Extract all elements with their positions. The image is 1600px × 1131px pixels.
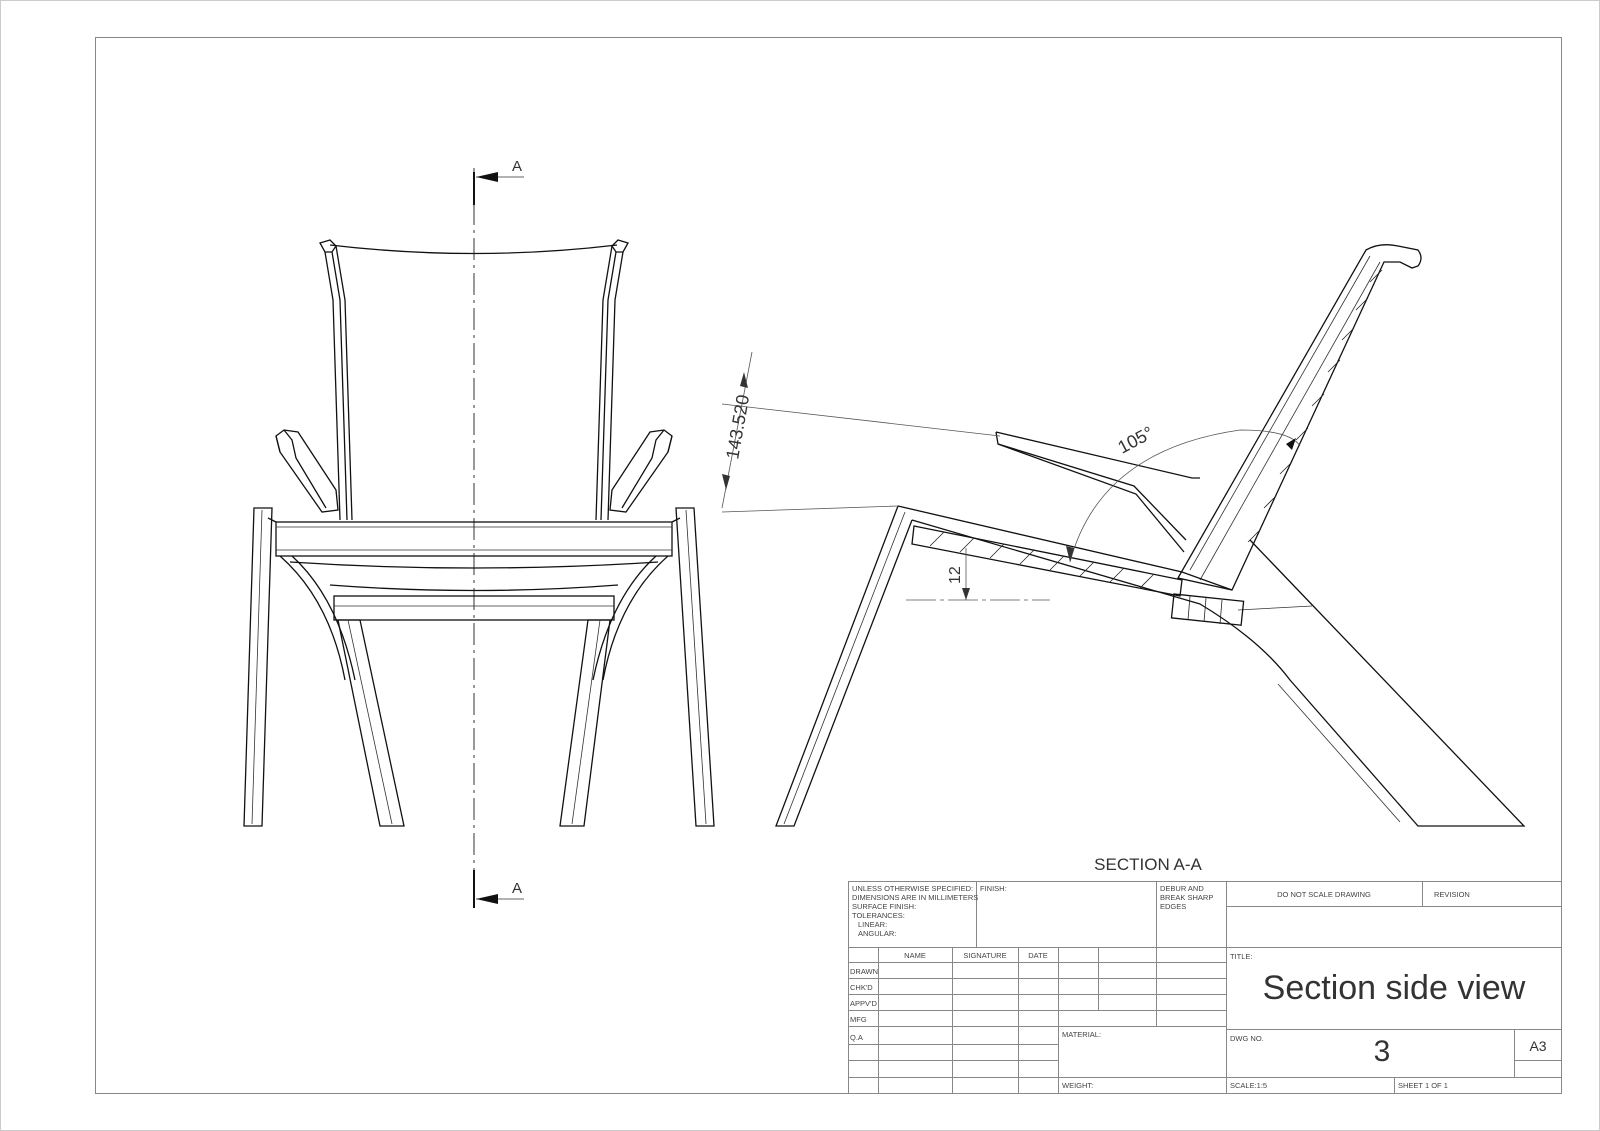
tb-title: Section side view [1263, 969, 1526, 1007]
tb-do-not-scale: DO NOT SCALE DRAWING [1277, 890, 1371, 899]
section-seat [911, 525, 1183, 597]
tb-debur-3: EDGES [1160, 902, 1186, 911]
front-leg-left-outer [243, 507, 273, 827]
tb-note-3: SURFACE FINISH: [852, 902, 916, 911]
tb-row-drawn: DRAWN [850, 967, 878, 976]
front-view: A A [243, 158, 715, 908]
section-backrest [1176, 244, 1422, 591]
dim-height-label: 12 [947, 566, 964, 584]
tb-revision-label: REVISION [1434, 890, 1470, 899]
tb-col-signature: SIGNATURE [963, 951, 1006, 960]
tb-weight-label: WEIGHT: [1062, 1081, 1093, 1090]
tb-col-name: NAME [904, 951, 926, 960]
section-label-top: A [512, 158, 522, 175]
seat-front-rail [275, 521, 673, 557]
tb-dwg-no: 3 [1374, 1035, 1391, 1068]
tb-size: A3 [1529, 1038, 1546, 1054]
section-caption: SECTION A-A [1094, 855, 1202, 874]
tb-dwg-no-label: DWG NO. [1230, 1034, 1264, 1043]
title-block: UNLESS OTHERWISE SPECIFIED: DIMENSIONS A… [848, 881, 1562, 1094]
tb-note-2: DIMENSIONS ARE IN MILLIMETERS [852, 893, 978, 902]
tb-debur-2: BREAK SHARP [1160, 893, 1213, 902]
tb-row-appvd: APPV'D [850, 999, 877, 1008]
tb-note-6: ANGULAR: [858, 929, 896, 938]
tb-sheet: SHEET 1 OF 1 [1398, 1081, 1448, 1090]
section-arrow-bottom: A [476, 880, 524, 904]
tb-note-5: LINEAR: [858, 920, 887, 929]
tb-finish-label: FINISH: [980, 884, 1007, 893]
tb-row-chkd: CHK'D [850, 983, 873, 992]
tb-debur-1: DEBUR AND [1160, 884, 1204, 893]
tb-col-date: DATE [1028, 951, 1047, 960]
drawing-border [95, 37, 1562, 1094]
tb-material-label: MATERIAL: [1062, 1030, 1101, 1039]
tb-note-4: TOLERANCES: [852, 911, 905, 920]
tb-title-label: TITLE: [1230, 952, 1253, 961]
tb-scale: SCALE:1:5 [1230, 1081, 1267, 1090]
section-arrow-top: A [476, 158, 524, 182]
backrest-top [329, 244, 618, 255]
tb-row-mfg: MFG [850, 1015, 867, 1024]
section-label-bottom: A [512, 880, 522, 897]
front-leg-left-inner [337, 619, 405, 827]
tb-row-qa: Q.A [850, 1033, 863, 1042]
front-leg-right-outer [675, 507, 715, 827]
tb-note-1: UNLESS OTHERWISE SPECIFIED: [852, 884, 973, 893]
front-leg-right-inner [559, 619, 611, 827]
